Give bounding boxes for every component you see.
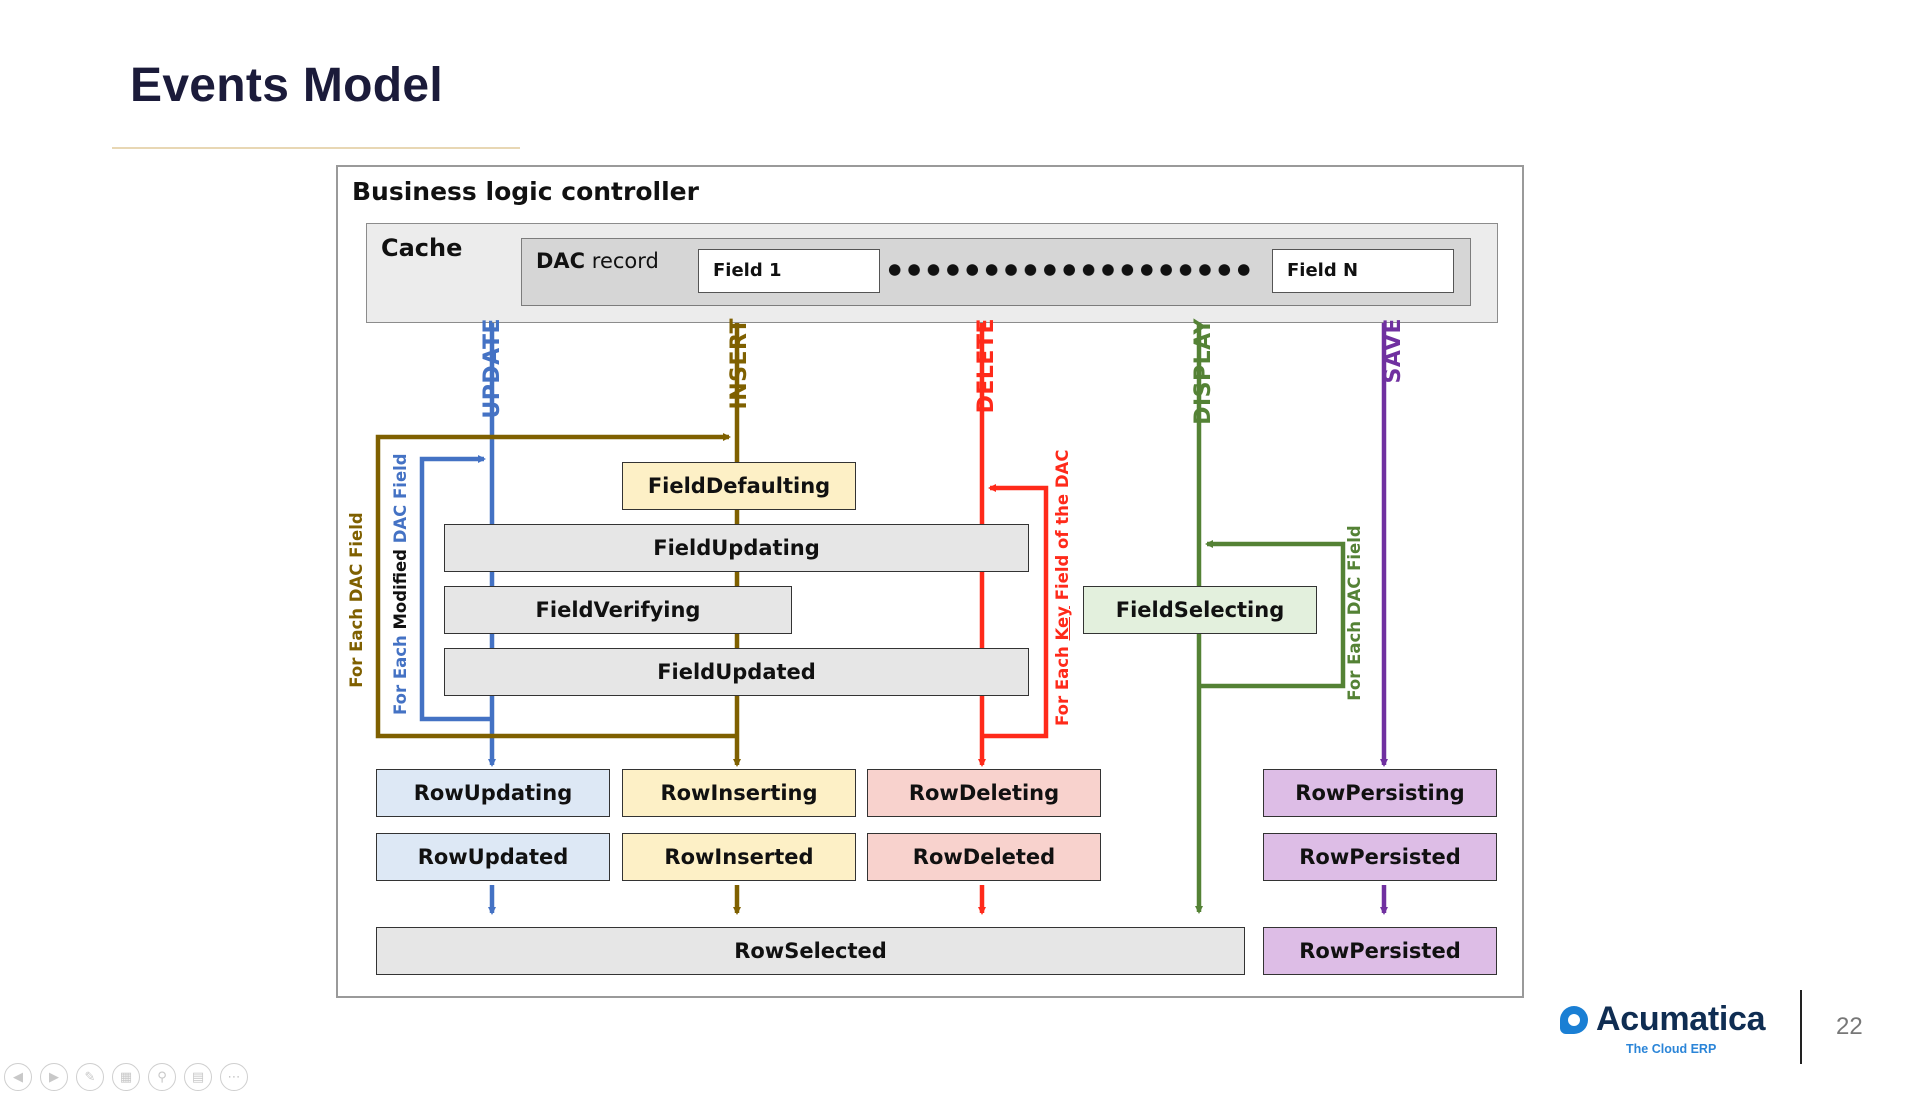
insert-label: INSERT — [727, 318, 752, 410]
field-selecting-event: FieldSelecting — [1083, 586, 1317, 634]
display-label: DISPLAY — [1191, 318, 1216, 425]
row-selected-event: RowSelected — [376, 927, 1245, 975]
for-each-dac-field-label: For Each DAC Field — [347, 512, 366, 688]
row-updating-event: RowUpdating — [376, 769, 610, 817]
row-inserted-event: RowInserted — [622, 833, 856, 881]
zoom-icon[interactable]: ⚲ — [148, 1063, 176, 1091]
update-loop-line — [419, 455, 492, 722]
row-inserting-event: RowInserting — [622, 769, 856, 817]
display-loop-line — [1199, 540, 1346, 689]
row-deleting-event: RowDeleting — [867, 769, 1101, 817]
field-verifying-event: FieldVerifying — [444, 586, 792, 634]
insert-loop-line — [375, 433, 737, 739]
for-each-dac-field-display-label: For Each DAC Field — [1345, 525, 1364, 701]
row-persisting-event: RowPersisting — [1263, 769, 1497, 817]
page-separator — [1800, 990, 1802, 1064]
slides-icon[interactable]: ▦ — [112, 1063, 140, 1091]
slide-title: Events Model — [130, 59, 443, 112]
row-persisted-final-event: RowPersisted — [1263, 927, 1497, 975]
row-persisted-event: RowPersisted — [1263, 833, 1497, 881]
logo-name: Acumatica — [1596, 1000, 1766, 1038]
events-model-diagram: Business logic controller Cache DAC reco… — [336, 165, 1524, 998]
delete-loop-line — [982, 484, 1049, 739]
delete-label: DELETE — [974, 318, 999, 414]
previous-icon[interactable]: ◀ — [4, 1063, 32, 1091]
save-label: SAVE — [1381, 318, 1406, 384]
cache-label: Cache — [381, 234, 463, 262]
pen-icon[interactable]: ✎ — [76, 1063, 104, 1091]
player-controls: ◀ ▶ ✎ ▦ ⚲ ▤ ⋯ — [4, 1063, 248, 1093]
page-number: 22 — [1836, 1013, 1863, 1040]
acumatica-logo-icon — [1560, 1006, 1588, 1034]
row-updated-event: RowUpdated — [376, 833, 610, 881]
field-updated-event: FieldUpdated — [444, 648, 1029, 696]
update-label: UPDATE — [480, 318, 505, 419]
field-n: Field N — [1272, 249, 1454, 293]
next-icon[interactable]: ▶ — [40, 1063, 68, 1091]
subtitles-icon[interactable]: ▤ — [184, 1063, 212, 1091]
for-each-modified-field-label: For Each Modified DAC Field — [391, 453, 410, 715]
row-deleted-event: RowDeleted — [867, 833, 1101, 881]
for-each-key-field-label: For Each Key Field of the DAC — [1053, 449, 1072, 726]
dac-record-label: DAC record — [536, 249, 659, 273]
logo-tagline: The Cloud ERP — [1626, 1042, 1717, 1056]
more-icon[interactable]: ⋯ — [220, 1063, 248, 1091]
field-updating-event: FieldUpdating — [444, 524, 1029, 572]
field-1: Field 1 — [698, 249, 880, 293]
cache-panel: Cache DAC record Field 1 Field N — [366, 223, 1498, 323]
controller-title: Business logic controller — [352, 177, 699, 206]
acumatica-logo: Acumatica The Cloud ERP — [1560, 1000, 1766, 1060]
field-ellipsis-dots — [885, 263, 1255, 277]
field-defaulting-event: FieldDefaulting — [622, 462, 856, 510]
title-underline — [112, 147, 520, 149]
dac-record: DAC record Field 1 Field N — [521, 238, 1471, 306]
